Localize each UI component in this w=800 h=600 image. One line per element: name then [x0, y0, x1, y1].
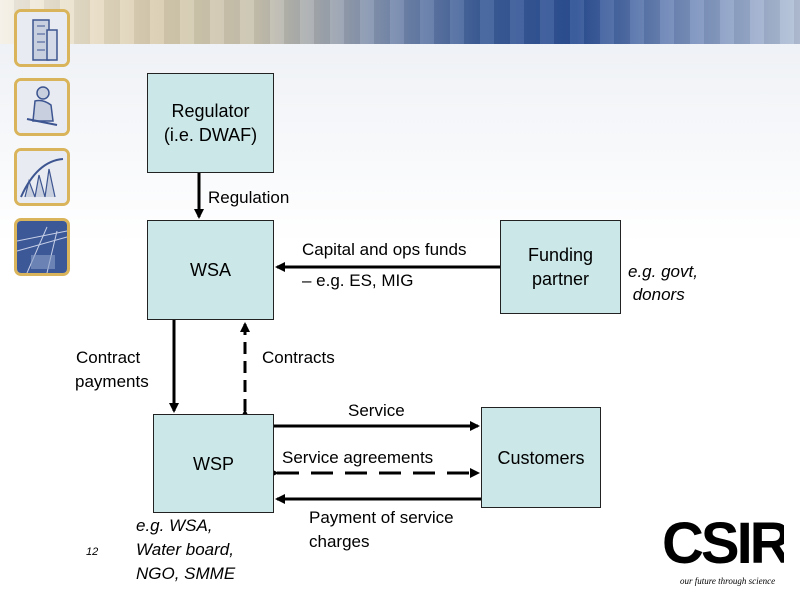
pipes-illustration [14, 218, 70, 276]
worker-illustration [14, 78, 70, 136]
customers-node: Customers [481, 407, 601, 508]
funding-examples-line2: donors [628, 285, 685, 304]
wsa-node: WSA [147, 220, 274, 320]
regulator-node: Regulator (i.e. DWAF) [147, 73, 274, 173]
wsp-examples-line1: e.g. WSA, [136, 516, 213, 535]
service-agreements-label: Service agreements [282, 448, 434, 467]
logo-text: CSIR [662, 511, 784, 576]
contract-payments-label-line1: Contract [76, 348, 141, 367]
capital-funds-label: Capital and ops funds [302, 240, 467, 259]
funding-line2: partner [531, 269, 590, 289]
wsp-examples-line3: NGO, SMME [136, 564, 236, 583]
header-banner [0, 0, 800, 44]
building-illustration [14, 9, 70, 67]
csir-logo: CSIR our future through science [662, 511, 784, 586]
page-number: 12 [86, 546, 99, 558]
logo-tagline: our future through science [680, 576, 775, 586]
wsp-label: WSP [192, 453, 234, 474]
payment-label-line1: Payment of service [309, 508, 454, 527]
wsa-label: WSA [189, 260, 231, 280]
regulator-line2: (i.e. DWAF) [163, 125, 258, 145]
service-label: Service [348, 401, 405, 420]
payment-label-line2: charges [309, 532, 370, 551]
wsp-node: WSP [153, 414, 274, 513]
regulator-line1: Regulator [171, 101, 250, 121]
contracts-label: Contracts [262, 348, 335, 367]
contract-payments-label-line2: payments [75, 372, 149, 391]
funding-partner-node: Funding partner [500, 220, 621, 314]
funding-line1: Funding [527, 245, 594, 265]
customers-label: Customers [497, 447, 585, 468]
dam-illustration [14, 148, 70, 206]
wsp-examples-line2: Water board, [136, 540, 234, 559]
capital-funds-examples-label: – e.g. ES, MIG [302, 271, 414, 290]
background-fade [0, 44, 800, 244]
funding-examples-line1: e.g. govt, [628, 262, 698, 281]
regulation-label: Regulation [208, 188, 290, 207]
